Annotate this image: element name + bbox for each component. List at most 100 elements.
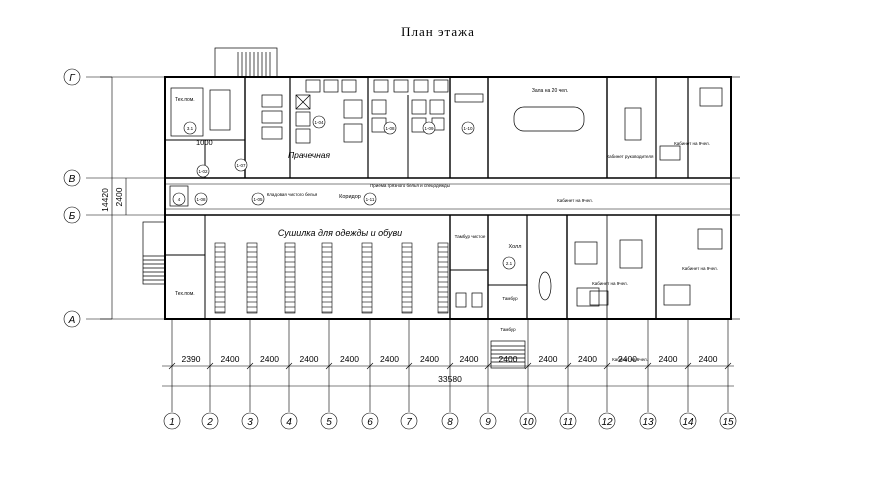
column-axis-bubble [479,412,497,430]
room-labels: 2390 2400 2400 2400 2400 2400 2400 2400 2400 2400… [100,88,718,384]
room-label-tech1: Тех.пом. [175,97,195,103]
room-mark-bubble [183,121,197,135]
drying-rack [321,242,333,314]
row-axis-bubble [63,310,81,328]
dimension-value: 2400 [578,354,597,364]
dimension-value: 2400 [460,354,479,364]
column-axis-bubble [201,412,219,430]
dimension-value: 2400 [618,354,637,364]
room-mark-label: 2.1 [506,261,513,266]
page-title: План этажа [401,24,475,39]
column-axis-bubble [679,412,697,430]
room-label-office_head: Кабинет руководителя [607,154,654,159]
entry-steps [490,340,526,369]
drying-rack [214,242,226,314]
dimension-value: 2400 [300,354,319,364]
column-axis-label: 11 [563,417,573,428]
room-mark-label: 1-04 [314,120,324,125]
room-mark-bubble [363,192,377,206]
column-axis-label: 4 [286,417,292,428]
room-mark-label: 1-08 [385,126,395,131]
column-axis-bubble [361,412,379,430]
room-mark-bubble [172,192,186,206]
row-axis-bubble [63,169,81,187]
dimension-value: 2400 [499,354,518,364]
room-label-office9b: Кабинет на 9чел. [557,198,593,203]
dimension-value: 2400 [221,354,240,364]
row-axis-bubble [63,68,81,86]
stair-left [142,221,166,285]
column-axis-label: 6 [367,417,373,428]
room-mark-bubble [196,164,210,178]
stair-top [214,47,278,78]
room-mark-bubble [383,121,397,135]
room-mark-bubble [194,192,208,206]
column-axis-bubble [441,412,459,430]
row-axis-label: В [69,174,76,185]
room-label-office9: Кабинет на 9чел. [674,141,710,146]
drying-rack [361,242,373,314]
dimension-value: 2400 [380,354,399,364]
column-axis-label: 14 [682,417,694,428]
row-axis-label: А [68,315,76,326]
room-mark-bubble [422,121,436,135]
room-mark-label: 1-08 [196,197,206,202]
room-label-tambour2: Тамбур [500,327,516,332]
column-axis-bubble [598,412,616,430]
room-mark-bubble [502,256,516,270]
dimension-total: 33580 [438,374,462,384]
row-axis-bubble [63,206,81,224]
room-label-clean_linen: Приема грязного белья и спецодежды [370,183,450,188]
column-axis-bubble [719,412,737,430]
dimension-value: 2400 [539,354,558,364]
room-mark-label: 1-07 [236,163,246,168]
room-mark-label: 1-09 [424,126,434,131]
room-mark-bubble [461,121,475,135]
room-label-tambour: Тамбур [502,296,518,301]
room-mark-bubble [312,115,326,129]
drying-rack [284,242,296,314]
dimension-value: 2400 [340,354,359,364]
row-axis-label: Г [69,73,76,84]
column-axis-label: 10 [522,417,534,428]
column-axis-bubble [639,412,657,430]
column-axis-label: 12 [601,417,613,428]
room-mark-label: 1-11 [366,197,375,202]
column-axis-bubble [163,412,181,430]
column-axis-bubble [280,412,298,430]
room-mark-bubble [251,192,265,206]
dimension-lines [100,76,734,387]
column-axis-label: 9 [485,417,491,428]
room-label-tambour_in: Тамбур чистое [455,234,486,239]
dimension-left-total: 14420 [100,188,110,212]
room-label-storage: Кладовая чистого белья [267,192,318,197]
column-axis-label: 2 [206,417,213,428]
building-outline [164,76,732,320]
room-label-office6: Кабинет на 6чел. [612,357,648,362]
dimension-value: 2400 [420,354,439,364]
drying-racks [214,242,449,314]
room-mark-label: 1-10 [463,126,473,131]
equipment [169,79,723,308]
room-mark-label: 4 [178,197,181,202]
dimension-value: 2400 [260,354,279,364]
drying-rack [246,242,258,314]
room-label-office9c: Кабинет на 9чел. [592,281,628,286]
room-label-mark_1000: 1000 [196,138,213,147]
column-axis-bubble [400,412,418,430]
room-mark-label: 1-05 [253,197,263,202]
room-label-tech2: Тех.пом. [175,291,195,297]
room-label-hall: Холл [509,244,522,250]
column-axis-label: 1 [169,417,175,428]
column-axis-label: 3 [247,417,253,428]
dimension-value: 2400 [699,354,718,364]
room-mark-label: 1-02 [198,169,208,174]
room-mark-bubble [234,158,248,172]
drying-rack [401,242,413,314]
column-axis-label: 7 [406,417,412,428]
dimension-value: 2390 [182,354,201,364]
column-axis-label: 15 [722,417,734,428]
